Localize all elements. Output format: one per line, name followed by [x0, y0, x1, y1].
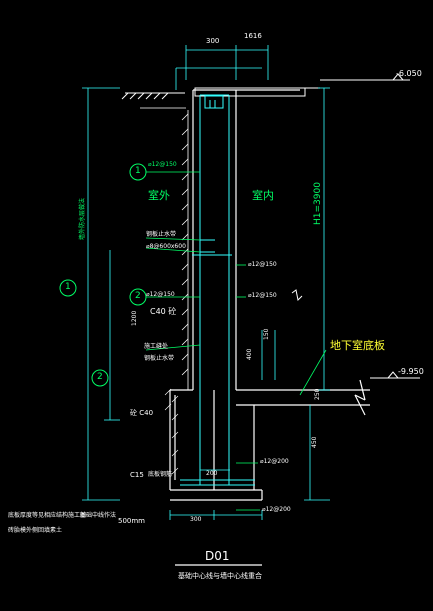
seal-note-2: 钢板止水带: [144, 355, 175, 362]
note-line-2: 砖胎模外侧回填素土: [8, 527, 63, 534]
dim-400: 400: [246, 348, 253, 360]
outside-label: 室外: [148, 189, 170, 202]
dim-top-1616: 1616: [244, 32, 262, 40]
top-slab: [194, 87, 320, 97]
foundation-c40-label: 砼 C40: [130, 409, 154, 417]
rebar-r3: ⌀12@150: [146, 291, 175, 298]
seal-note: 施工缝处: [144, 343, 169, 350]
basement-floor-label: 地下室底板: [330, 339, 385, 352]
rebar-r2: ⌀12@150: [248, 261, 277, 268]
soil-hatch: [181, 110, 189, 390]
circle-1-upper-label: 1: [135, 166, 141, 176]
circle-2-upper-label: 2: [135, 291, 141, 301]
concrete-c40: C40 砼: [150, 307, 177, 316]
note-line-1: 底板厚度等见相应结构施工图: [8, 512, 87, 519]
wall-rebar: [192, 94, 232, 470]
rebar-r3b: ⌀12@150: [248, 292, 277, 299]
elevation-top: -6.050: [396, 69, 422, 78]
rebar-r5: ⌀12@200: [262, 506, 291, 513]
concrete-c15: C15: [130, 471, 144, 479]
dim-200: 200: [206, 470, 218, 477]
ground-hatch: [121, 92, 185, 100]
dim-450: 450: [311, 436, 318, 448]
footing-rebar: [180, 470, 255, 486]
circle-1-left-label: 1: [65, 282, 71, 292]
foundation-hatch: [164, 388, 179, 475]
height-dim-label: H1=3900: [313, 182, 323, 225]
elevation-bottom: -9.950: [398, 367, 424, 376]
wall-note: 墙外防水层做法: [79, 197, 86, 240]
elevation-markers: [320, 73, 420, 379]
section-break: [291, 289, 303, 302]
circle-markers: [59, 163, 147, 387]
dimension-lines: [82, 45, 330, 520]
dim-top-300: 300: [206, 37, 220, 45]
drawing-subtitle: 基础中心线与墙中心线重合: [178, 572, 262, 580]
rebar-r4: ⌀12@200: [260, 458, 289, 465]
foundation: [169, 389, 263, 501]
note-dim: 500mm: [118, 517, 145, 525]
dim-1200: 1200: [131, 310, 138, 326]
note-mid: 基础中线作法: [80, 512, 117, 519]
rebar-r6: ⌀8@600x600: [146, 243, 186, 250]
dim-250: 250: [314, 388, 321, 400]
rebar-waterstop: 钢板止水带: [146, 231, 177, 238]
drawing-title: D01: [205, 549, 230, 563]
inside-label: 室内: [252, 189, 274, 202]
rebar-r1: ⌀12@150: [148, 161, 177, 168]
dim-300-bottom: 300: [190, 516, 202, 523]
dim-150: 150: [263, 328, 270, 340]
basement-slab: [236, 379, 370, 490]
circle-2-left-label: 2: [97, 372, 103, 382]
leader-lines: [145, 171, 327, 511]
bottom-rebar-note: 底板钢筋: [148, 471, 173, 478]
